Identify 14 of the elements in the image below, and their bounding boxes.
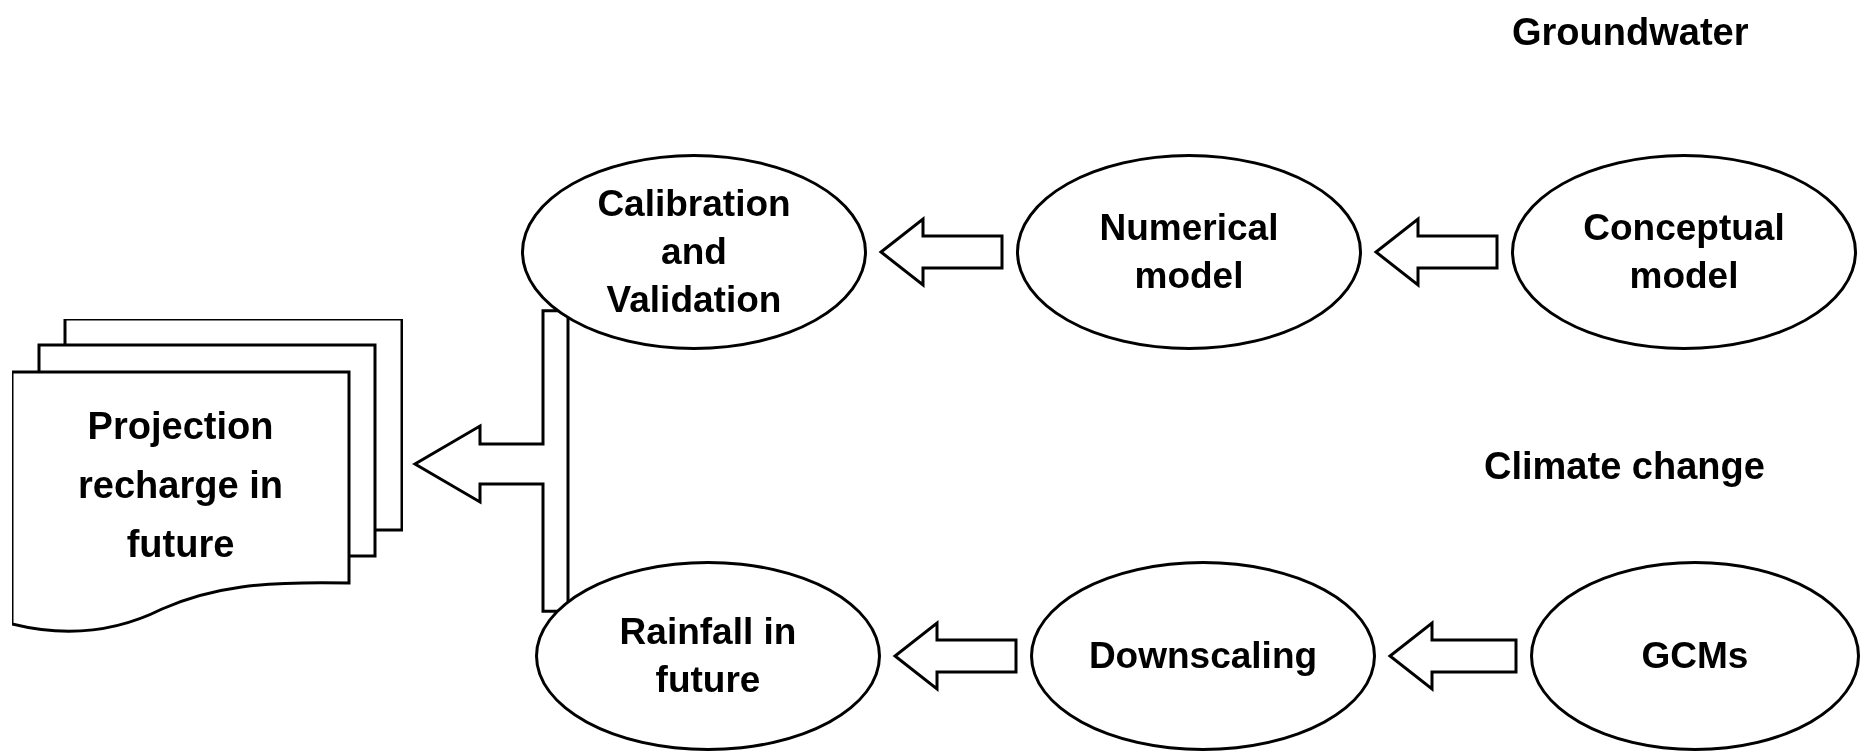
node-text: GCMs [1641, 633, 1749, 678]
block-arrow [1373, 215, 1499, 289]
section-heading: Climate change [1484, 444, 1765, 489]
node-text: Numerical model [1098, 205, 1280, 298]
block-arrow [1387, 619, 1518, 693]
node-text: Downscaling [1088, 633, 1318, 678]
section-heading: Groundwater [1512, 10, 1749, 55]
block-arrow [892, 619, 1018, 693]
block-arrow [412, 309, 570, 613]
node-text: Conceptual model [1582, 205, 1786, 298]
node-text: Rainfall in future [618, 609, 798, 702]
node-text: Calibration and Validation [596, 181, 792, 323]
node-text: Projection recharge in future [77, 404, 284, 567]
block-arrow [878, 215, 1004, 289]
